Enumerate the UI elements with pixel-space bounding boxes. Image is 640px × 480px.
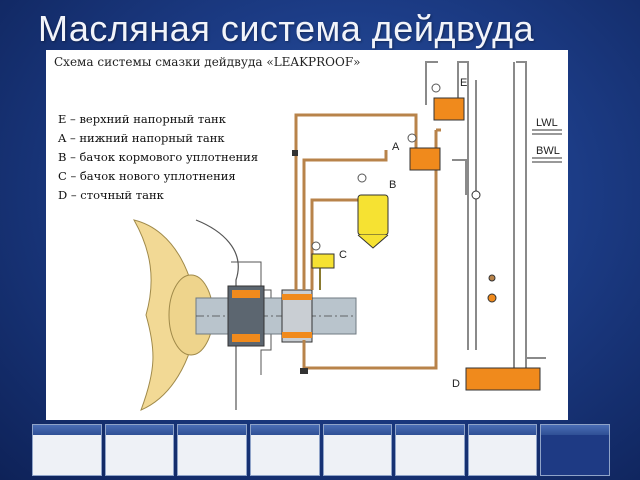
tank-a-gauge bbox=[407, 133, 417, 143]
tank-a-label: A bbox=[392, 141, 400, 153]
diagram-panel: E A B C D LWL BWL Схема системы смазки д… bbox=[46, 50, 568, 420]
tank-e-gauge bbox=[431, 83, 441, 93]
legend-item: C – бачок нового уплотнения bbox=[58, 169, 236, 183]
lubrication-diagram: E A B C D LWL BWL bbox=[132, 61, 562, 411]
tank-a bbox=[409, 147, 441, 171]
vent-pipe-2 bbox=[457, 61, 469, 350]
tank-c-label: C bbox=[339, 249, 347, 261]
slide-thumbnail[interactable] bbox=[467, 424, 538, 476]
valve-4 bbox=[292, 150, 298, 156]
bearing-oil-upper bbox=[282, 294, 312, 300]
bwl-label: BWL bbox=[536, 145, 560, 157]
legend-item: B – бачок кормового уплотнения bbox=[58, 150, 259, 164]
tank-d-label: D bbox=[452, 378, 460, 390]
tank-b-label: B bbox=[389, 179, 396, 191]
valve-5 bbox=[300, 368, 308, 374]
legend-item: E – верхний напорный танк bbox=[58, 112, 226, 126]
tank-e bbox=[433, 97, 465, 121]
thumbnail-strip bbox=[32, 424, 610, 476]
slide-thumbnail[interactable] bbox=[322, 424, 393, 476]
stern-frame bbox=[231, 261, 272, 375]
tank-d bbox=[465, 367, 541, 391]
lwl-label: LWL bbox=[536, 117, 558, 129]
aft-seal-oil bbox=[232, 290, 260, 298]
pipe-return bbox=[302, 130, 438, 370]
slide-thumbnail[interactable] bbox=[104, 424, 175, 476]
slide-title: Масляная система дейдвуда bbox=[38, 8, 535, 49]
hull-outline bbox=[195, 219, 239, 410]
slide-thumbnail[interactable] bbox=[177, 424, 247, 476]
diagram-title: Схема системы смазки дейдвуда «LEAKPROOF… bbox=[54, 55, 361, 69]
slide-thumbnail[interactable] bbox=[540, 424, 610, 476]
tank-b-gauge bbox=[357, 173, 367, 183]
valve-3 bbox=[471, 190, 481, 200]
tank-c-gauge bbox=[311, 241, 321, 251]
pipe-to-tank-a bbox=[302, 150, 388, 290]
tank-b bbox=[357, 194, 389, 236]
slide-thumbnail[interactable] bbox=[32, 424, 102, 476]
aft-seal-oil-lower bbox=[232, 334, 260, 342]
slide-thumbnail[interactable] bbox=[395, 424, 465, 476]
tank-e-label: E bbox=[460, 77, 467, 89]
vent-pipe-1 bbox=[425, 61, 438, 105]
slide-thumbnail[interactable] bbox=[249, 424, 320, 476]
valve-2 bbox=[488, 274, 496, 282]
valve-1 bbox=[487, 293, 497, 303]
legend-item: D – сточный танк bbox=[58, 188, 164, 202]
bearing-oil-lower bbox=[282, 332, 312, 338]
vent-pipe-3 bbox=[516, 61, 527, 368]
legend-item: A – нижний напорный танк bbox=[58, 131, 225, 145]
pipe-to-tank-e bbox=[294, 113, 418, 290]
tank-c bbox=[311, 253, 335, 269]
diagram-legend: E – верхний напорный танк A – нижний нап… bbox=[58, 110, 258, 205]
